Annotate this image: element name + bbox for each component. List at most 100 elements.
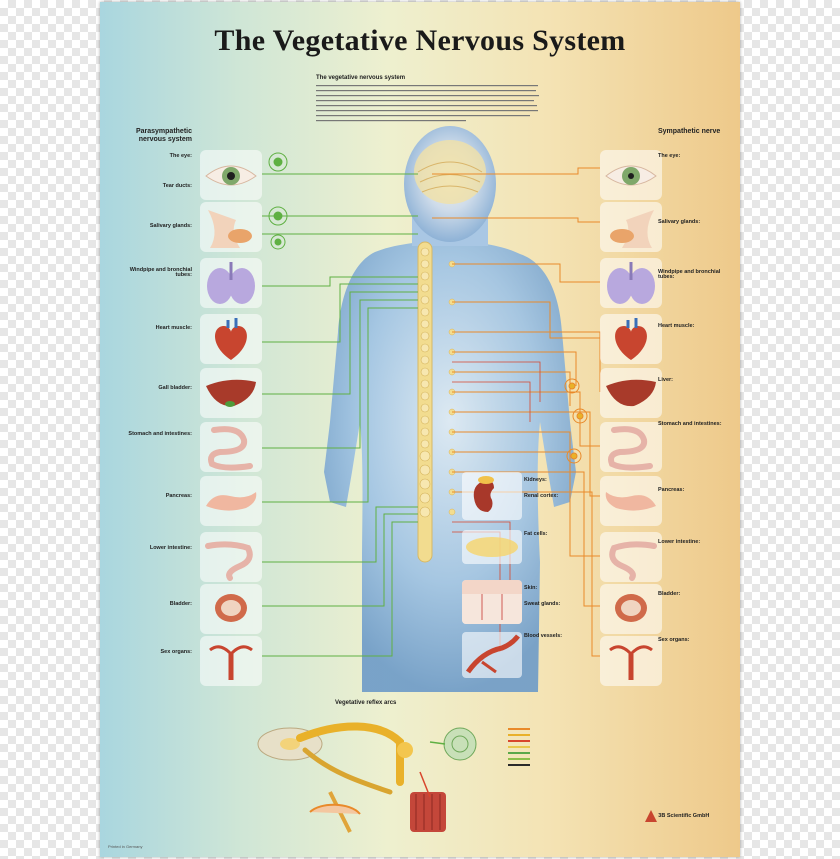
entry-title: Gall bladder: <box>158 385 192 391</box>
heart-panel-right <box>600 314 662 364</box>
liver-panel-right <box>600 368 662 418</box>
entry-title: The eye: <box>169 153 192 159</box>
legend-swatch <box>508 734 530 736</box>
intro-heading: The vegetative nervous system <box>316 75 406 81</box>
left-entry-heart: Heart muscle: <box>122 325 192 331</box>
entry-title: Sex organs: <box>658 637 690 643</box>
entry-title: Renal cortex: <box>524 493 559 499</box>
3b-logo-icon <box>645 810 657 822</box>
human-torso-figure <box>324 126 576 692</box>
right-entry-eye: The eye: <box>658 153 728 159</box>
intro-block: The vegetative nervous system <box>316 75 542 130</box>
entry-title: Skin: <box>524 585 538 591</box>
skin-icon <box>462 580 522 624</box>
nervous-system-diagram <box>257 126 601 833</box>
entry-title: Windpipe and bronchial tubes: <box>129 267 192 279</box>
entry-title: Stomach and intestines: <box>128 431 192 437</box>
sympathetic-nerve-lines <box>432 167 601 657</box>
anatomy-poster: The Vegetative Nervous System The vegeta… <box>100 2 740 857</box>
blood-vessel-icon <box>465 634 520 674</box>
intestine-panel-right <box>600 422 662 472</box>
sex-organs-icon <box>209 645 253 680</box>
intestine-panel-left <box>200 422 262 472</box>
entry-title: Sex organs: <box>160 649 192 655</box>
sex-organs-panel-left <box>200 636 262 686</box>
left-entry-windpipe: Windpipe and bronchial tubes: <box>122 267 192 279</box>
legend-swatch <box>508 758 530 760</box>
pancreas-panel-right <box>600 476 662 526</box>
printed-note: Printed in Germany <box>108 844 143 849</box>
legend-row <box>508 756 638 762</box>
kidney-icon <box>473 476 494 512</box>
left-entry-pancreas: Pancreas: <box>122 493 192 499</box>
publisher-name: 3B Scientific GmbH <box>658 813 710 820</box>
right-entry-sex-organs: Sex organs: <box>658 637 728 643</box>
eye-panel-right <box>600 150 662 200</box>
parasympathetic-heading: Parasympathetic nervous system <box>135 128 192 143</box>
lower-intestine-icon <box>609 541 657 581</box>
entry-title: Windpipe and bronchial tubes: <box>658 269 721 281</box>
left-entry-sex-organs: Sex organs: <box>122 649 192 655</box>
legend-row <box>508 744 638 750</box>
left-entry-tear: Tear ducts: <box>122 183 192 189</box>
right-entry-stomach: Stomach and intestines: <box>658 421 728 427</box>
bladder-panel-left <box>200 584 262 634</box>
mid-entry-renal-cortex: Renal cortex: <box>524 493 594 499</box>
eye-icon <box>605 165 657 186</box>
intro-text-lines <box>316 84 539 121</box>
sex-organs-icon <box>609 645 653 680</box>
blood-vessels-inset <box>462 632 522 678</box>
sex-organs-panel-right <box>600 636 662 686</box>
heart-icon <box>615 318 647 360</box>
entry-title: Kidneys: <box>524 477 547 483</box>
lungs-icon <box>207 262 255 304</box>
heart-panel-left <box>200 314 262 364</box>
legend-swatch <box>508 752 530 754</box>
pancreas-panel-left <box>200 476 262 526</box>
entry-title: Blood vessels: <box>524 633 563 639</box>
lower-intestine-panel-left <box>200 532 262 582</box>
pancreas-icon <box>206 492 257 511</box>
poster-title: The Vegetative Nervous System <box>214 24 626 57</box>
right-entry-salivary: Salivary glands: <box>658 219 728 225</box>
legend-row <box>508 762 638 768</box>
mid-entry-blood-vessels: Blood vessels: <box>524 633 594 639</box>
legend-row <box>508 750 638 756</box>
entry-title: Liver: <box>658 377 673 383</box>
right-entry-bladder: Bladder: <box>658 591 728 597</box>
sympathetic-heading: Sympathetic nerve <box>658 128 721 135</box>
mid-entry-kidneys: Kidneys: <box>524 477 594 483</box>
entry-title: Bladder: <box>169 601 192 607</box>
legend-row <box>508 738 638 744</box>
lower-intestine-panel-right <box>600 532 662 582</box>
entry-title: Heart muscle: <box>155 325 192 331</box>
intestines-icon <box>208 426 253 471</box>
eye-icon <box>205 165 257 186</box>
spinal-cord-column <box>417 241 456 563</box>
fat-cells-inset <box>462 530 522 564</box>
liver-panel-left <box>200 368 262 418</box>
intestines-icon <box>608 426 653 471</box>
salivary-panel-left <box>200 202 262 252</box>
left-entry-gallbladder: Gall bladder: <box>122 385 192 391</box>
right-entry-pancreas: Pancreas: <box>658 487 728 493</box>
lungs-icon <box>607 262 655 304</box>
pathway-legend <box>508 726 638 768</box>
entry-title: The eye: <box>658 153 681 159</box>
legend-row <box>508 726 638 732</box>
salivary-panel-right <box>600 202 662 252</box>
entry-title: Bladder: <box>658 591 681 597</box>
pancreas-icon <box>605 492 656 511</box>
entry-title: Fat cells: <box>524 531 548 537</box>
left-entry-eye: The eye: <box>122 153 192 159</box>
legend-swatch <box>508 764 530 766</box>
parasympathetic-nerve-lines <box>262 152 418 657</box>
entry-title: Tear ducts: <box>162 183 192 189</box>
legend-swatch <box>508 728 530 730</box>
left-entry-lower-intestine: Lower intestine: <box>122 545 192 551</box>
right-entry-windpipe: Windpipe and bronchial tubes: <box>658 269 728 281</box>
left-entry-bladder: Bladder: <box>122 601 192 607</box>
left-entry-salivary: Salivary glands: <box>122 223 192 229</box>
salivary-gland-icon <box>208 210 252 248</box>
legend-swatch <box>508 746 530 748</box>
